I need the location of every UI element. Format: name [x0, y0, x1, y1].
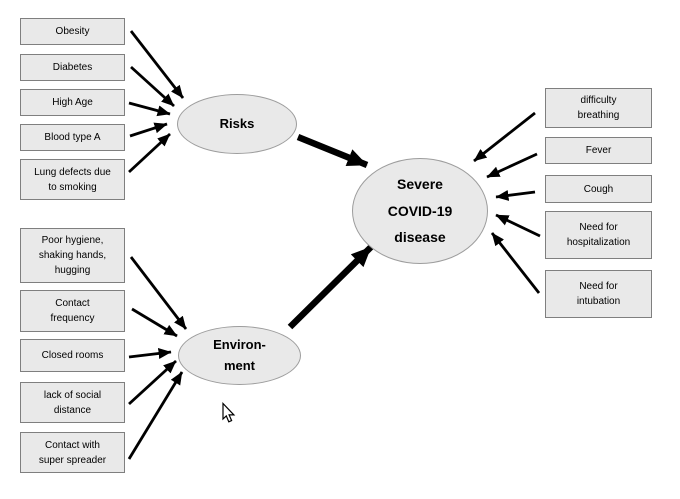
symptom-box-cough[interactable]: Cough — [545, 175, 652, 203]
edge-environment-severe — [287, 244, 374, 330]
symptom-box-intubation[interactable]: Need for intubation — [545, 270, 652, 318]
symptom-label: Fever — [585, 145, 612, 156]
factor-box-closed-rooms[interactable]: Closed rooms — [20, 339, 125, 372]
factor-box-poor-hygiene[interactable]: Poor hygiene, shaking hands, hugging — [20, 228, 125, 283]
edge-super-spreader-environment — [127, 371, 184, 460]
edge-obesity-risks — [129, 30, 185, 99]
factor-box-diabetes[interactable]: Diabetes — [20, 54, 125, 81]
node-severe-covid-label: Severe COVID-19 disease — [387, 176, 453, 246]
factor-label: High Age — [52, 97, 93, 108]
factor-box-blood-type-a[interactable]: Blood type A — [20, 124, 125, 151]
factor-box-high-age[interactable]: High Age — [20, 89, 125, 116]
symptom-label: Cough — [583, 183, 614, 195]
symptom-box-difficulty-breathing[interactable]: difficulty breathing — [545, 88, 652, 128]
edge-intubation-severe — [490, 232, 541, 294]
factor-label: Contact with super spreader — [38, 439, 107, 466]
symptom-box-hospitalization[interactable]: Need for hospitalization — [545, 211, 652, 259]
factor-label: Diabetes — [52, 62, 93, 73]
symptom-label: difficulty breathing — [577, 95, 620, 121]
factor-label: lack of social distance — [43, 389, 102, 416]
node-severe-covid[interactable]: Severe COVID-19 disease — [352, 158, 488, 264]
edge-poor-hygiene-environment — [129, 256, 188, 330]
edge-high-age-risks — [128, 101, 171, 117]
mouse-cursor — [222, 402, 236, 423]
edge-hospitalization-severe — [495, 213, 541, 238]
factor-label: Obesity — [55, 26, 90, 37]
factor-label: Contact frequency — [50, 298, 95, 324]
symptom-box-fever[interactable]: Fever — [545, 137, 652, 164]
edge-risks-severe — [296, 133, 369, 169]
factor-box-lung-defects[interactable]: Lung defects due to smoking — [20, 159, 125, 200]
factor-box-obesity[interactable]: Obesity — [20, 18, 125, 45]
node-environment[interactable]: Environ- ment — [178, 326, 301, 385]
edge-blood-type-risks — [129, 122, 168, 138]
edge-difficulty-breathing-severe — [473, 111, 536, 163]
factor-label: Closed rooms — [41, 350, 104, 361]
edge-fever-severe — [486, 152, 538, 179]
factor-label: Blood type A — [44, 132, 101, 143]
node-environment-label: Environ- ment — [213, 337, 266, 373]
factor-box-super-spreader[interactable]: Contact with super spreader — [20, 432, 125, 473]
factor-label: Lung defects due to smoking — [34, 166, 111, 193]
edge-contact-frequency-environment — [131, 307, 178, 338]
factor-box-social-distance[interactable]: lack of social distance — [20, 382, 125, 423]
edge-cough-severe — [495, 189, 536, 201]
edge-closed-rooms-environment — [128, 348, 172, 359]
symptom-label: Need for hospitalization — [566, 222, 631, 248]
node-risks-label: Risks — [219, 115, 255, 131]
factor-label: Poor hygiene, shaking hands, hugging — [38, 235, 107, 276]
edge-social-distance-environment — [128, 359, 177, 406]
edge-lung-defects-risks — [128, 132, 171, 174]
edge-diabetes-risks — [130, 65, 175, 108]
symptom-label: Need for intubation — [576, 281, 621, 307]
node-risks[interactable]: Risks — [177, 94, 297, 154]
factor-box-contact-frequency[interactable]: Contact frequency — [20, 290, 125, 332]
